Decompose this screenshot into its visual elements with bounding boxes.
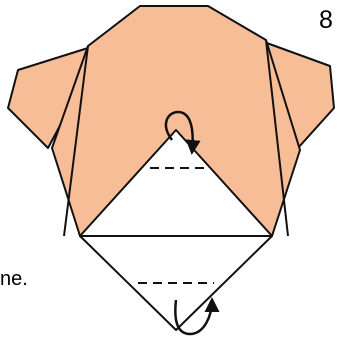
step-number: 8 [319, 6, 333, 34]
instruction-text-fragment: ne. [0, 267, 28, 291]
